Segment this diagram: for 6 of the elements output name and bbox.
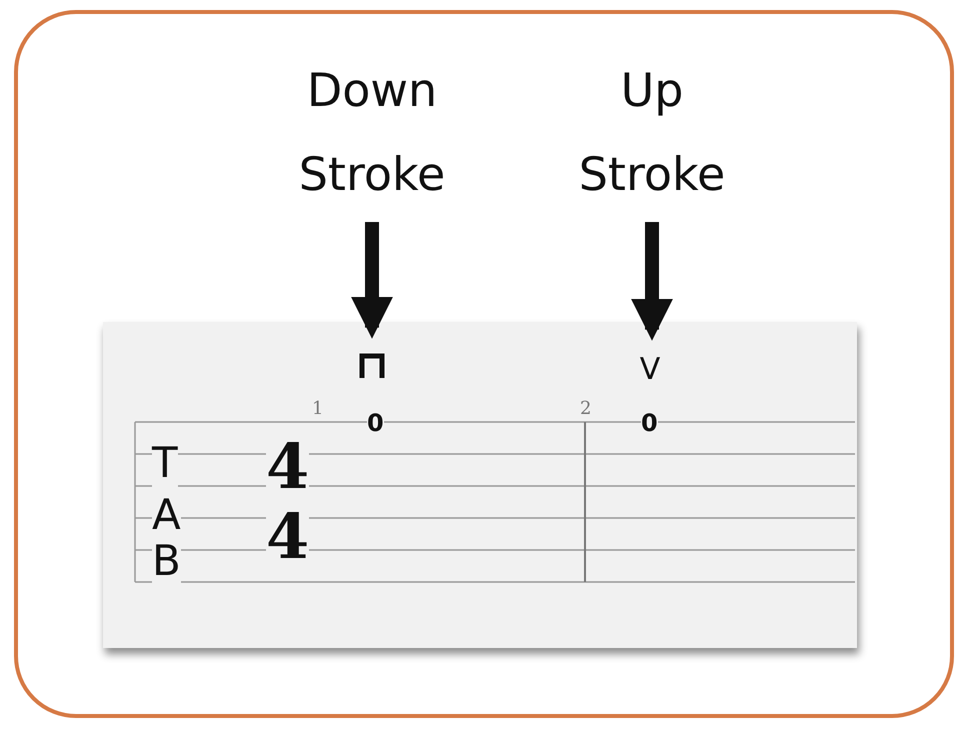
stroke-caption: Down Stroke — [262, 48, 482, 218]
down-stroke-symbol — [358, 352, 386, 380]
up-stroke-symbol: V — [636, 354, 664, 386]
arrow — [351, 222, 393, 339]
arrow — [631, 222, 673, 341]
stroke-caption: Up Stroke — [542, 48, 762, 218]
